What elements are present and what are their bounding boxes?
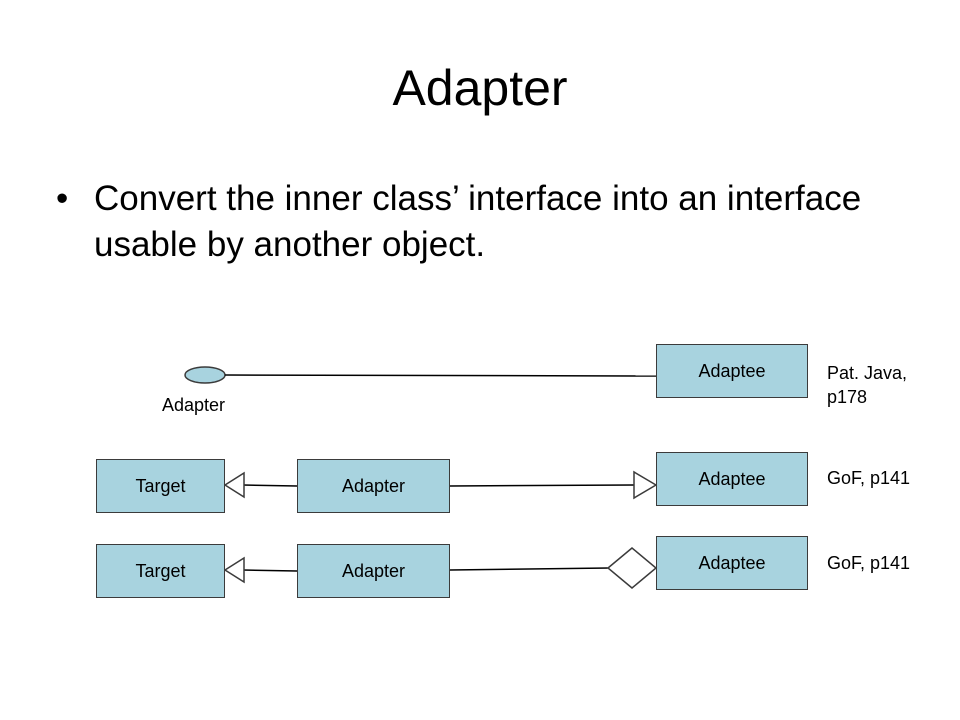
inheritance-line-row3-target — [242, 569, 298, 572]
adaptee-box-row2: Adaptee — [656, 452, 808, 506]
adapter-box-row3: Adapter — [297, 544, 450, 598]
bullet-item: • Convert the inner class’ interface int… — [56, 176, 916, 268]
target-box-row2: Target — [96, 459, 225, 513]
inheritance-line-row2-adaptee — [449, 484, 635, 487]
reference-row1-line2: p178 — [827, 387, 868, 407]
target-box-row3: Target — [96, 544, 225, 598]
inheritance-arrow-adaptee-row2-icon — [633, 470, 658, 500]
reference-row2: GoF, p141 — [827, 468, 911, 488]
bullet-dot-icon: • — [56, 179, 69, 218]
slide-title: Adapter — [392, 60, 568, 116]
reference-row3: GoF, p141 — [827, 553, 911, 573]
inheritance-line-row2-target — [242, 484, 298, 487]
adaptee-box-row1: Adaptee — [656, 344, 808, 398]
bullet-text: Convert the inner class’ interface into … — [94, 179, 862, 264]
inheritance-arrow-target-row2-icon — [223, 471, 245, 499]
aggregation-line-row3 — [449, 567, 610, 571]
reference-row1: Pat. Java, p178 — [827, 361, 907, 409]
adapter-box-row2: Adapter — [297, 459, 450, 513]
inheritance-arrow-target-row3-icon — [223, 556, 245, 584]
adaptee-box-row3: Adaptee — [656, 536, 808, 590]
bullet-list: • Convert the inner class’ interface int… — [56, 176, 916, 268]
association-line-row1 — [224, 374, 657, 377]
aggregation-diamond-icon — [606, 547, 658, 589]
interface-lollipop-icon — [184, 366, 226, 384]
lollipop-label: Adapter — [162, 395, 226, 415]
reference-row1-line1: Pat. Java, — [827, 363, 908, 383]
